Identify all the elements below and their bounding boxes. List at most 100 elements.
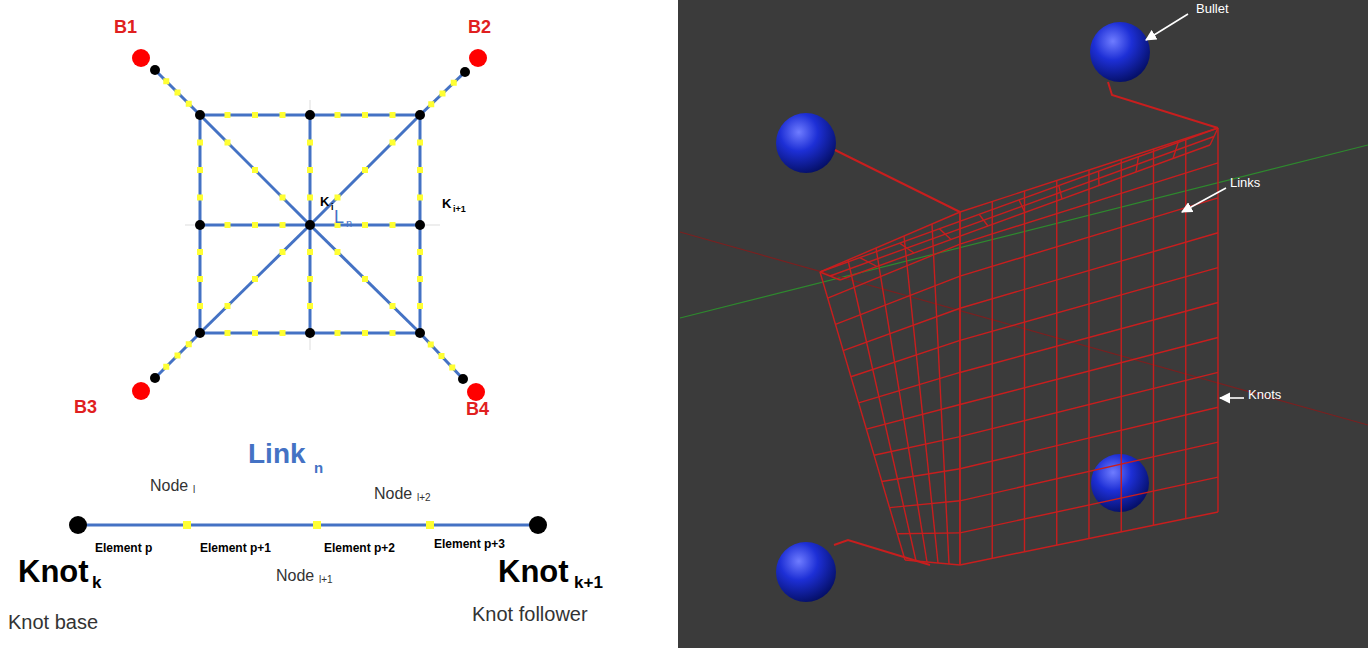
node-dot: [440, 91, 446, 97]
node-dot: [307, 249, 313, 255]
node-dot: [451, 80, 457, 86]
label-text: Links: [1230, 176, 1260, 189]
knot-dot: [150, 65, 160, 75]
node-dot: [307, 140, 313, 146]
mesh-line: [960, 233, 1218, 309]
node-dot: [417, 276, 423, 282]
mesh-line: [1121, 160, 1122, 532]
node-dot: [417, 140, 423, 146]
label-text: k+1: [574, 574, 603, 591]
mesh-line: [820, 272, 905, 560]
mesh-line: [859, 372, 960, 402]
label-text: l+2: [417, 493, 431, 503]
node-dot: [417, 303, 423, 309]
knot-dot: [458, 374, 468, 384]
pointer-arrows: [1146, 14, 1244, 398]
label-text: Element p: [95, 542, 152, 554]
label-text: Knot base: [8, 612, 98, 632]
knot-dot: [460, 67, 470, 77]
mesh-line: [960, 128, 1218, 212]
mesh-line: [992, 202, 993, 559]
mesh-line: [830, 137, 1214, 277]
label-text: n: [314, 460, 323, 475]
mesh-line: [960, 407, 1218, 468]
node-dot: [362, 167, 368, 173]
node-dot: [335, 112, 341, 118]
node-dot: [280, 330, 286, 336]
mesh-line: [959, 212, 960, 565]
knot-dot: [305, 110, 315, 120]
node-dot: [175, 353, 181, 359]
label-text: l+1: [319, 575, 333, 585]
knot-dot: [415, 328, 425, 338]
mesh-line: [904, 236, 938, 563]
node-dot: [225, 140, 231, 146]
label-text: Knot: [498, 556, 569, 587]
label-text: Knot follower: [472, 604, 588, 624]
bullet-dot: [132, 382, 150, 400]
node-dot: [252, 112, 258, 118]
node-dot: [225, 330, 231, 336]
bullet-dot: [467, 383, 485, 401]
mesh-line: [932, 224, 949, 564]
node-dot: [417, 195, 423, 201]
knot-dot: [195, 110, 205, 120]
label-text: B2: [468, 18, 491, 36]
link-line: [155, 70, 200, 115]
link-line: [310, 115, 420, 225]
node-dot: [307, 303, 313, 309]
knot-dot: [69, 516, 87, 534]
node-dot: [307, 276, 313, 282]
node-dot: [449, 365, 455, 371]
node-dot: [280, 195, 286, 201]
node-dot: [163, 78, 169, 84]
net-diagram: [132, 49, 487, 401]
link-line: [420, 72, 465, 115]
mesh-line: [890, 501, 960, 508]
node-dot: [362, 330, 368, 336]
mesh-line: [1185, 139, 1186, 519]
label-text: Element p+2: [324, 542, 395, 554]
node-dot: [390, 303, 396, 309]
mesh-line: [851, 340, 960, 376]
mesh-line: [1056, 181, 1057, 546]
node-dot: [225, 112, 231, 118]
node-dot: [197, 249, 203, 255]
knot-dot: [529, 516, 547, 534]
knot-dot: [150, 373, 160, 383]
knot-dot: [415, 110, 425, 120]
link-line: [155, 333, 200, 378]
mesh-line: [959, 212, 960, 565]
mesh-line: [843, 308, 960, 350]
node-dot: [197, 276, 203, 282]
node-dot: [390, 112, 396, 118]
label-text: Bullet: [1196, 2, 1229, 15]
mesh-line: [1153, 149, 1154, 525]
mesh-line: [905, 560, 960, 565]
node-dot: [186, 101, 192, 107]
mesh-line: [820, 212, 960, 272]
mesh-line: [882, 469, 960, 482]
node-dot: [175, 90, 181, 96]
node-dot: [197, 167, 203, 173]
link-line: [420, 333, 463, 379]
label-text: i+1: [453, 205, 466, 214]
label-text: Knots: [1248, 388, 1281, 401]
tethers: [834, 82, 1218, 565]
node-dot: [390, 140, 396, 146]
mesh-line: [835, 276, 960, 324]
knot-dot: [415, 220, 425, 230]
node-dot: [197, 140, 203, 146]
node-dot: [417, 249, 423, 255]
mesh-line: [1024, 191, 1025, 552]
label-text: B3: [74, 398, 97, 416]
label-text: K: [442, 197, 451, 210]
mesh-line: [876, 248, 927, 562]
node-dot: [280, 112, 286, 118]
node-dot: [163, 364, 169, 370]
node-dot: [307, 167, 313, 173]
mesh-line: [1088, 170, 1089, 539]
node-dot: [335, 249, 341, 255]
mesh-line: [960, 337, 1218, 404]
